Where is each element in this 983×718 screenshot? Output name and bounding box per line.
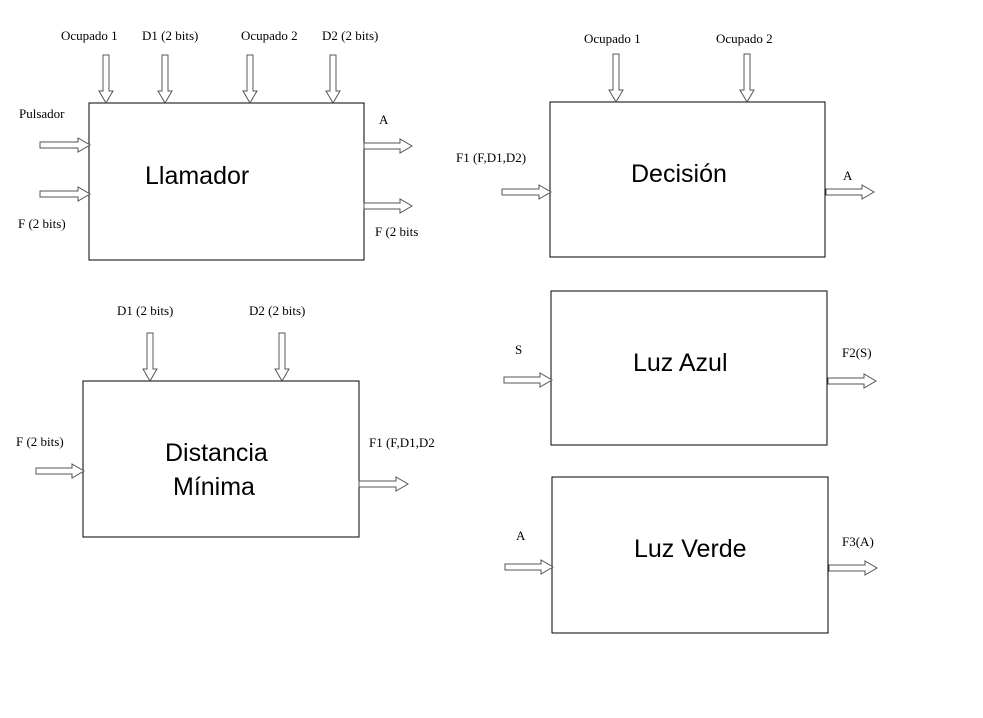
luz-verde-input-a-label: A — [516, 528, 526, 543]
llamador-ocupado1-arrow — [98, 54, 114, 104]
luz-verde-block: Luz Verde A F3(A) — [504, 476, 878, 634]
llamador-block: Llamador Ocupado 1 D1 (2 bits) Ocupado 2… — [18, 28, 418, 261]
distancia-minima-title-line2: Mínima — [173, 473, 255, 501]
luz-verde-title: Luz Verde — [634, 535, 747, 563]
distancia-input-f-label: F (2 bits) — [16, 434, 64, 449]
llamador-ocupado2-arrow — [242, 54, 258, 104]
llamador-d1-arrow — [157, 54, 173, 104]
decision-f1-arrow — [501, 184, 552, 200]
luz-azul-block: Luz Azul S F2(S) — [503, 290, 877, 446]
luz-azul-s-arrow — [503, 372, 553, 388]
luz-verde-output-f3-arrow — [828, 560, 878, 576]
distancia-input-d1-label: D1 (2 bits) — [117, 303, 173, 318]
luz-azul-output-f2-arrow — [827, 373, 877, 389]
distancia-d1-arrow — [142, 332, 158, 382]
luz-azul-box — [550, 290, 828, 446]
decision-title: Decisión — [631, 160, 727, 188]
distancia-output-f1-label: F1 (F,D1,D2 — [369, 435, 435, 450]
distancia-f-arrow — [35, 463, 85, 479]
decision-output-a-label: A — [843, 168, 853, 183]
distancia-minima-title-line1: Distancia — [165, 439, 268, 467]
luz-verde-output-f3-label: F3(A) — [842, 534, 874, 549]
llamador-title: Llamador — [145, 162, 249, 190]
luz-azul-title: Luz Azul — [633, 349, 728, 377]
llamador-output-f-clip: F (2 bits — [375, 224, 418, 239]
distancia-minima-box — [82, 380, 360, 538]
llamador-box — [88, 102, 365, 261]
llamador-input-f-label: F (2 bits) — [18, 216, 66, 231]
llamador-f-arrow — [39, 186, 91, 202]
llamador-input-d2-label: D2 (2 bits) — [322, 28, 378, 43]
decision-input-ocupado1-label: Ocupado 1 — [584, 31, 641, 46]
llamador-d2-arrow — [325, 54, 341, 104]
llamador-output-a-label: A — [379, 112, 389, 127]
luz-verde-box — [551, 476, 829, 634]
distancia-d2-arrow — [274, 332, 290, 382]
decision-input-ocupado2-label: Ocupado 2 — [716, 31, 773, 46]
llamador-input-ocupado1-label: Ocupado 1 — [61, 28, 118, 43]
llamador-output-a-arrow — [363, 138, 413, 154]
luz-verde-a-arrow — [504, 559, 554, 575]
decision-ocupado2-arrow — [739, 53, 755, 103]
llamador-input-d1-label: D1 (2 bits) — [142, 28, 198, 43]
decision-ocupado1-arrow — [608, 53, 624, 103]
luz-azul-input-s-label: S — [515, 342, 522, 357]
luz-azul-output-f2-label: F2(S) — [842, 345, 872, 360]
decision-box — [549, 101, 826, 258]
distancia-output-f1-clip: F1 (F,D1,D2 — [369, 435, 435, 450]
llamador-input-ocupado2-label: Ocupado 2 — [241, 28, 298, 43]
decision-input-f1-label: F1 (F,D1,D2) — [456, 150, 526, 165]
distancia-input-d2-label: D2 (2 bits) — [249, 303, 305, 318]
llamador-pulsador-arrow — [39, 137, 91, 153]
llamador-input-pulsador-label: Pulsador — [19, 106, 65, 121]
distancia-minima-block: Distancia Mínima D1 (2 bits) D2 (2 bits)… — [16, 303, 435, 538]
llamador-output-f-label: F (2 bits — [375, 224, 418, 239]
decision-output-a-arrow — [825, 184, 875, 200]
distancia-output-f1-arrow — [358, 476, 409, 492]
decision-block: Decisión Ocupado 1 Ocupado 2 F1 (F,D1,D2… — [456, 31, 875, 258]
llamador-output-f-arrow — [363, 198, 413, 214]
